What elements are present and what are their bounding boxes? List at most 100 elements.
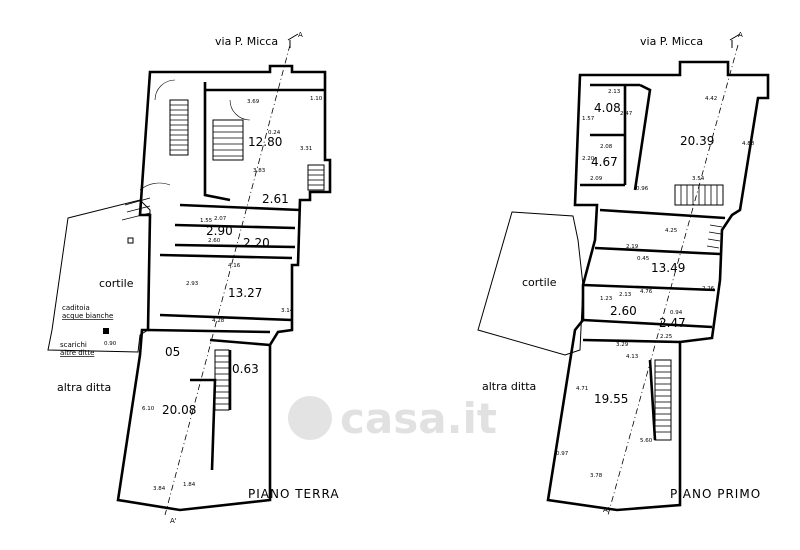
ff-dim-12: 2.19 [626, 244, 639, 250]
gf-outer-wall [116, 64, 332, 512]
ff-dim-22: 4.71 [576, 386, 588, 392]
gf-title: PIANO TERRA [248, 487, 340, 501]
gf-dim-6: 1.55 [200, 218, 213, 224]
gf-internal-walls [147, 82, 325, 471]
ff-dim-25: 5.60 [640, 438, 653, 444]
gf-courtyard-outline [47, 199, 151, 353]
ff-room-area-7: 19.55 [594, 392, 628, 406]
ff-title: PIANO PRIMO [670, 487, 761, 501]
gf-dim-9: 4.16 [228, 263, 241, 269]
watermark-text: casa.it [340, 394, 497, 443]
gf-stairs-room [212, 119, 244, 161]
gf-dim-12: 4.28 [212, 318, 225, 324]
ff-dim-7: 2.09 [590, 176, 603, 182]
gf-drain-dim: 0.90 [104, 341, 117, 347]
gf-courtyard-label: cortile [99, 277, 134, 290]
ff-dim-3: 1.57 [582, 116, 595, 122]
gf-section-bottom: A' [170, 517, 177, 525]
gf-stairs-left [169, 99, 189, 156]
gf-door-swing-1 [154, 79, 176, 101]
ff-street-label: via P. Micca [640, 35, 703, 48]
ff-dim-21: 4.13 [626, 354, 639, 360]
gf-room-area-6: 0.63 [232, 362, 259, 376]
gf-dim-14: 3.84 [153, 486, 166, 492]
ff-dim-11: 4.25 [665, 228, 678, 234]
gf-room-area-5: 13.27 [228, 286, 262, 300]
gf-room-area-7: 20.08 [162, 403, 196, 417]
gf-section-line [164, 44, 291, 516]
gf-dim-1: 3.69 [247, 99, 260, 105]
ff-dim-16: 2.13 [619, 292, 632, 298]
ff-dim-15: 2.26 [702, 286, 715, 292]
watermark-house-icon [288, 396, 332, 440]
ff-room-area-1: 4.08 [594, 101, 621, 115]
gf-drain-label-3: scarichi [60, 341, 87, 349]
ff-neighbor-label: altra ditta [482, 380, 536, 393]
gf-dim-13: 6.10 [142, 406, 155, 412]
gf-dim-11: 3.14 [281, 308, 294, 314]
gf-section-top: A [298, 31, 303, 39]
first-floor-plan: via P. Micca A 4.08 4.67 [477, 31, 770, 516]
ff-dim-4: 2.47 [620, 111, 633, 117]
ff-outer-wall [546, 60, 770, 512]
gf-room-area-3: 2.90 [206, 224, 233, 238]
ff-room-area-3: 20.39 [680, 134, 714, 148]
ff-dim-17: 1.23 [600, 296, 613, 302]
ff-dim-6: 2.20 [582, 156, 595, 162]
ff-section-line [607, 44, 739, 516]
gf-dim-2: 1.10 [310, 96, 323, 102]
gf-dim-15: 1.84 [183, 482, 196, 488]
ff-stairs-top [674, 184, 724, 206]
gf-section-arrow [287, 33, 299, 48]
ff-dim-5: 2.08 [600, 144, 613, 150]
gf-room-area-4: 2.20 [243, 236, 270, 250]
ff-stairs-lower [654, 359, 672, 441]
gf-dim-7: 2.07 [214, 216, 227, 222]
ff-dim-8: 4.88 [742, 141, 755, 147]
ff-section-top: A [738, 31, 743, 39]
ff-room-area-2: 4.67 [591, 155, 618, 169]
gf-neighbor-label: altra ditta [57, 381, 111, 394]
gf-step-mark: 05 [165, 345, 180, 359]
ff-dim-9: 3.54 [692, 176, 705, 182]
gf-stairs-entry [121, 197, 151, 221]
ff-room-area-6: 2.47 [659, 316, 686, 330]
ff-dim-10: 0.96 [636, 186, 649, 192]
gf-room-area-2: 2.61 [262, 192, 289, 206]
gf-drain-label-4: altre ditte [60, 349, 94, 357]
gf-dim-3: 0.24 [268, 130, 281, 136]
ff-dim-20: 3.29 [616, 342, 629, 348]
ff-dim-18: 0.94 [670, 310, 683, 316]
ff-dim-13: 0.45 [637, 256, 650, 262]
gf-drain-label-1: caditoia [62, 304, 90, 312]
ground-floor-plan: via P. Micca A [47, 31, 340, 525]
ff-section-arrow [729, 33, 741, 48]
watermark: casa.it [288, 394, 497, 443]
ff-stairs-side [706, 224, 723, 249]
ff-dim-2: 4.42 [705, 96, 717, 102]
gf-dim-10: 2.93 [186, 281, 199, 287]
gf-stairs-lower [214, 349, 230, 411]
ff-dim-14: 4.76 [640, 289, 653, 295]
gf-street-label: via P. Micca [215, 35, 278, 48]
ff-dim-23: 0.97 [556, 451, 569, 457]
ff-room-area-4: 13.49 [651, 261, 685, 275]
gf-door-swing-2 [139, 182, 171, 191]
gf-drain-label-2: acque bianche [62, 312, 113, 320]
ff-courtyard-outline [477, 211, 584, 356]
ff-room-area-5: 2.60 [610, 304, 637, 318]
ff-internal-walls [580, 83, 726, 441]
gf-drain-square [127, 237, 134, 244]
ff-courtyard-label: cortile [522, 276, 557, 289]
ff-dim-19: 2.25 [660, 334, 673, 340]
ff-section-bottom: A' [603, 506, 610, 514]
gf-dim-8: 2.60 [208, 238, 221, 244]
ff-dim-24: 3.78 [590, 473, 603, 479]
gf-drain-marker [103, 328, 109, 334]
gf-stairs-right [307, 164, 325, 191]
gf-room-area-1: 12.80 [248, 135, 282, 149]
gf-door-swing-3 [229, 99, 251, 121]
gf-dim-4: 3.31 [300, 146, 312, 152]
gf-dim-5: 3.83 [253, 168, 266, 174]
